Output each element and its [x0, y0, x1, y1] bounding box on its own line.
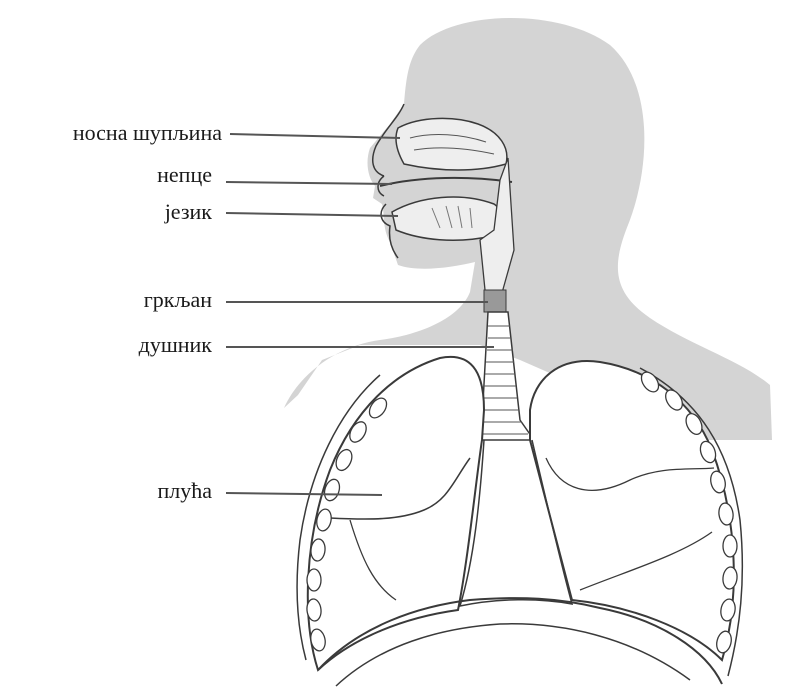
label-lungs: плућа: [157, 480, 212, 502]
label-larynx: гркљан: [144, 289, 212, 311]
leader-nasal-cavity: [230, 134, 400, 138]
left-lung: [308, 357, 484, 670]
label-palate: непце: [157, 164, 212, 186]
label-tongue: језик: [165, 201, 212, 223]
leader-tongue: [226, 213, 398, 216]
label-nasal-cavity: носна шупљина: [73, 122, 222, 144]
body-silhouette: [284, 18, 772, 440]
leader-palate: [226, 182, 392, 184]
label-trachea: душник: [139, 334, 212, 356]
